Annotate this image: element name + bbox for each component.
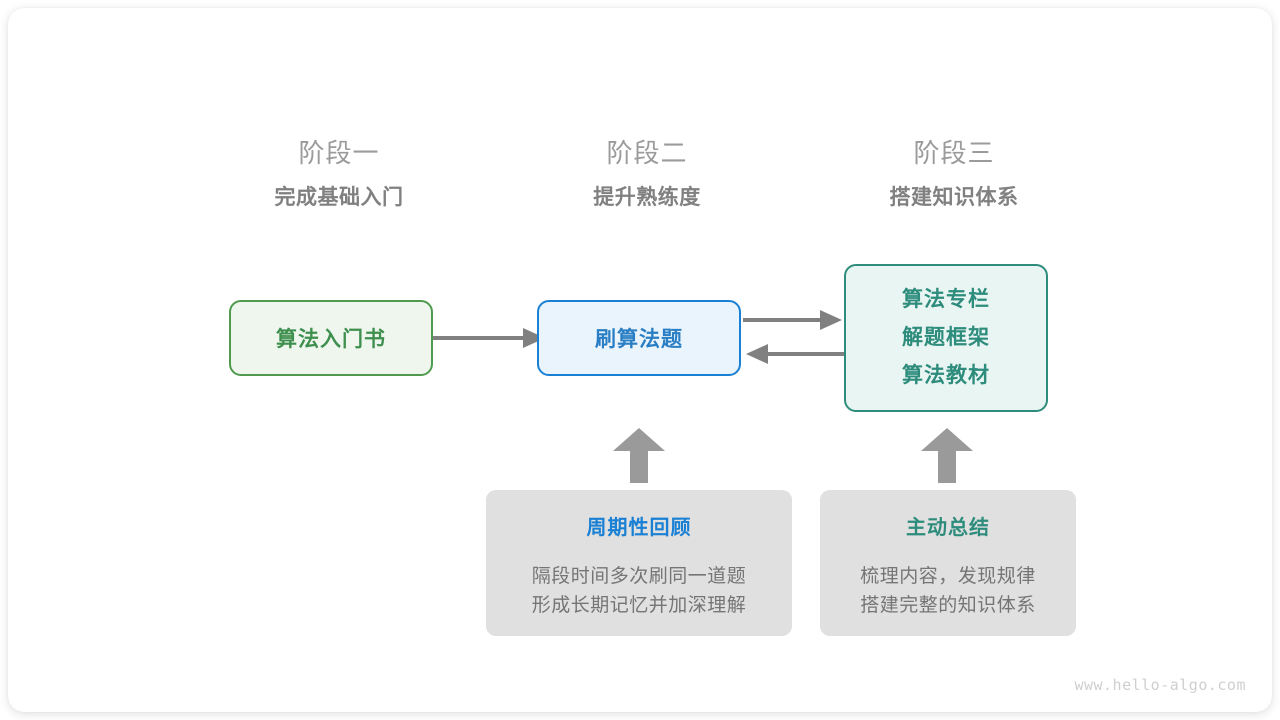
info-card-periodic-review[interactable]: 周期性回顾 隔段时间多次刷同一道题 形成长期记忆并加深理解 (486, 490, 792, 636)
arrow-review-up (613, 428, 665, 483)
stage-column-2: 阶段二 提升熟练度 (527, 136, 767, 212)
stage-subtitle-1: 完成基础入门 (274, 186, 404, 209)
info-card-active-summary-body-line-2: 搭建完整的知识体系 (860, 595, 1036, 616)
stage-subtitle-2: 提升熟练度 (593, 186, 701, 209)
node-knowledge-line-2: 解题框架 (902, 326, 990, 349)
info-card-periodic-review-title: 周期性回顾 (586, 517, 692, 539)
info-card-periodic-review-body-line-2: 形成长期记忆并加深理解 (531, 595, 747, 616)
stage-title-3: 阶段三 (913, 138, 995, 168)
node-practice-problems-label: 刷算法题 (595, 328, 683, 351)
node-intro-book[interactable]: 算法入门书 (229, 300, 433, 376)
stage-title-2: 阶段二 (606, 138, 688, 168)
arrow-knowledge-to-practice (746, 344, 844, 364)
stage-subtitle-3: 搭建知识体系 (889, 186, 1019, 209)
watermark: www.hello-algo.com (1074, 676, 1246, 694)
node-intro-book-label: 算法入门书 (276, 328, 386, 351)
info-card-active-summary-body: 梳理内容，发现规律 搭建完整的知识体系 (820, 562, 1076, 620)
info-card-periodic-review-body-line-1: 隔段时间多次刷同一道题 (531, 566, 747, 587)
node-knowledge-line-1: 算法专栏 (902, 288, 990, 311)
info-card-active-summary-body-line-1: 梳理内容，发现规律 (860, 566, 1036, 587)
arrow-intro-to-practice (433, 328, 545, 348)
info-card-active-summary-title: 主动总结 (906, 517, 990, 539)
diagram-canvas: 阶段一 完成基础入门 阶段二 提升熟练度 阶段三 搭建知识体系 (8, 8, 1272, 712)
stage-column-3: 阶段三 搭建知识体系 (834, 136, 1074, 212)
info-card-active-summary[interactable]: 主动总结 梳理内容，发现规律 搭建完整的知识体系 (820, 490, 1076, 636)
stage-column-1: 阶段一 完成基础入门 (219, 136, 459, 212)
stage-title-1: 阶段一 (298, 138, 380, 168)
info-card-periodic-review-body: 隔段时间多次刷同一道题 形成长期记忆并加深理解 (486, 562, 792, 620)
arrow-summary-up (921, 428, 973, 483)
arrow-practice-to-knowledge (743, 310, 842, 330)
node-knowledge-system[interactable]: 算法专栏 解题框架 算法教材 (844, 264, 1048, 412)
node-practice-problems[interactable]: 刷算法题 (537, 300, 741, 376)
node-knowledge-line-3: 算法教材 (902, 364, 990, 387)
diagram-card: 阶段一 完成基础入门 阶段二 提升熟练度 阶段三 搭建知识体系 (8, 8, 1272, 712)
